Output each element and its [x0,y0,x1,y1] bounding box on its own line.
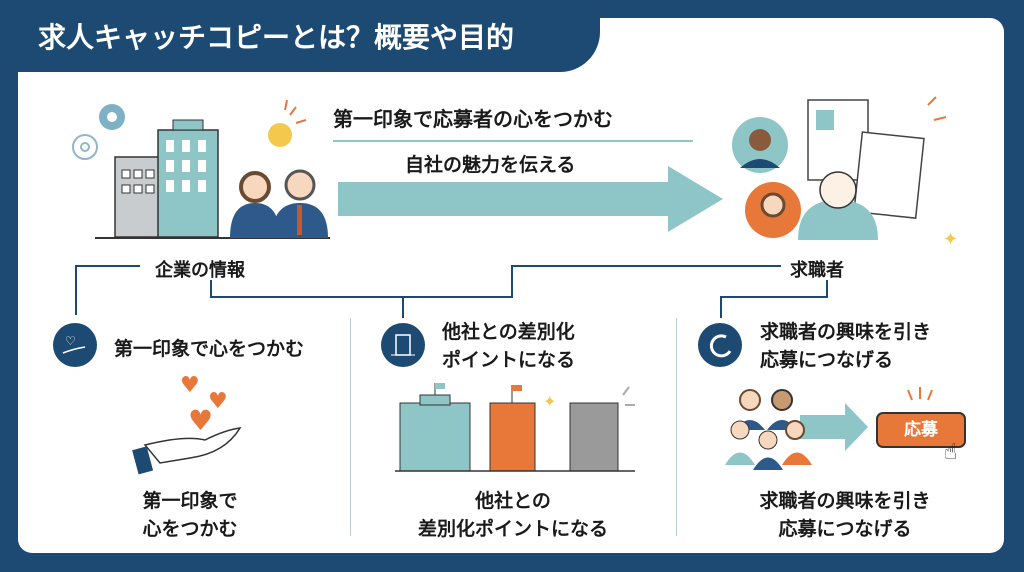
column2-caption: 他社との差別化ポイントになる [368,487,658,543]
heading-line: 他社との差別化 [442,321,575,343]
arrow-right-icon [338,166,723,232]
apply-button[interactable]: 応募 [876,412,966,448]
subline: 自社の魅力を伝える [405,154,576,176]
column3-heading: 求職者の興味を引き応募につなげる [760,318,931,374]
emphasis-lines-icon [907,387,933,401]
heading-line: 応募につなげる [760,349,894,371]
connector [210,280,212,298]
title-tab [0,0,600,72]
column1-caption: 第一印象で心をつかむ [100,487,280,543]
heading-line: ポイントになる [442,349,576,371]
caption-line: 差別化ポイントになる [417,518,608,540]
svg-text:♥: ♥ [208,389,228,414]
column3-caption: 求職者の興味を引き応募につなげる [700,487,990,543]
headline-underline [333,140,693,142]
building-icon [381,323,425,367]
applicants-group-illustration [725,389,868,470]
caption-line: 求職者の興味を引き [759,490,931,512]
connector [210,296,513,298]
svg-text:♥: ♥ [180,373,200,398]
svg-text:♡: ♡ [65,334,76,348]
svg-text:♥: ♥ [188,404,213,437]
person-man-icon [272,169,328,238]
caption-line: 心をつかむ [142,518,238,540]
heading-line: 求職者の興味を引き [760,321,932,343]
gear-icon [99,104,125,130]
connector [511,265,781,267]
column1-heading: 第一印象で心をつかむ [114,338,305,360]
arrow-right-icon [800,403,868,451]
connector [720,296,722,318]
company-info-label: 企業の情報 [155,260,245,281]
hand-hearts-illustration: ♥♥♥ [132,373,242,475]
connector [826,280,828,298]
connector [511,265,513,298]
megaphone-icon [268,99,307,147]
page-title: 求人キャッチコピーとは？概要や目的 [38,21,515,54]
magnet-icon [698,323,742,367]
heart-hand-icon: ♡ [53,323,97,367]
sparkle-icon: ✦ [943,229,958,250]
connector [720,296,828,298]
job-seeker-illustration: ✦ [732,96,958,250]
hand-pointer-icon: ☝ [944,440,958,465]
gear-outline-icon [72,134,98,160]
column2-heading: 他社との差別化ポイントになる [442,318,575,374]
caption-line: 応募につなげる [778,518,912,540]
person-woman-icon [230,171,280,238]
caption-line: 第一印象で [142,490,238,512]
job-seeker-label: 求職者 [790,260,844,281]
headline: 第一印象で応募者の心をつかむ [333,107,613,131]
caption-line: 他社との [475,490,551,512]
column-divider [350,318,351,536]
company-illustration [72,99,330,239]
column-divider [676,318,677,536]
connector [75,265,77,315]
connector [75,265,140,267]
resume-icon-2 [853,131,925,219]
connector [402,296,404,318]
buildings-comparison-illustration: ✦ [395,383,635,472]
sparkle-icon: ✦ [543,392,556,411]
